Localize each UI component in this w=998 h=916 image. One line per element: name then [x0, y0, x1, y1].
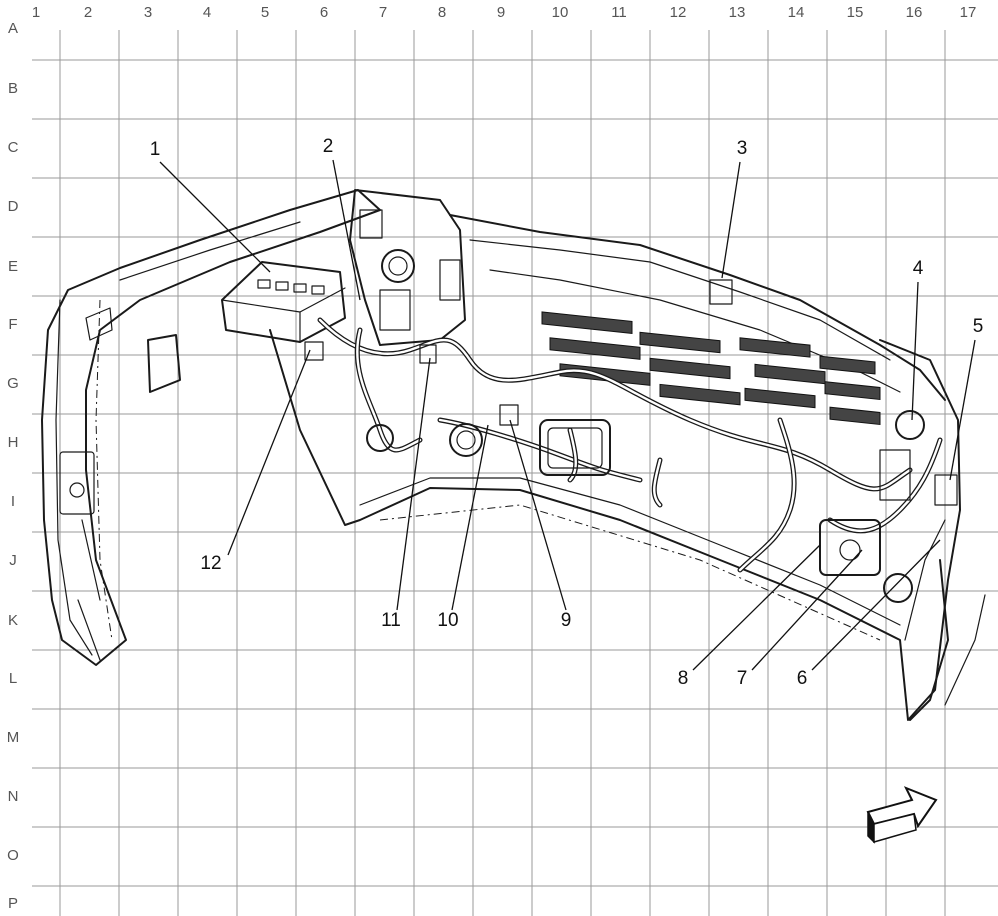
- grid-row-label: P: [8, 895, 18, 912]
- grid-row-label: K: [8, 612, 18, 629]
- front-bumper-illustration: [41, 189, 986, 721]
- grid-column-label: 10: [552, 4, 569, 21]
- grid-row-label: A: [8, 20, 18, 37]
- grid-row-label: E: [8, 258, 18, 275]
- grid-column-label: 1: [32, 4, 40, 21]
- grid-column-label: 8: [438, 4, 446, 21]
- callout-2-label: 2: [323, 136, 334, 157]
- callout-12-label: 12: [200, 553, 221, 574]
- callout-7-leader: [751, 549, 863, 671]
- callout-8-label: 8: [678, 668, 689, 689]
- grid-column-label: 3: [144, 4, 152, 21]
- callout-10-label: 10: [437, 610, 458, 631]
- grid-column-label: 12: [670, 4, 687, 21]
- grid-column-label: 17: [960, 4, 977, 21]
- callout-11-leader: [396, 357, 431, 611]
- grille-slots: [541, 311, 881, 426]
- grid-row-label: J: [9, 552, 17, 569]
- grid-row-label: I: [11, 493, 15, 510]
- callout-7-label: 7: [737, 668, 748, 689]
- callout-8-leader: [692, 544, 821, 671]
- grid-row-label: O: [7, 847, 19, 864]
- grid-column-label: 2: [84, 4, 92, 21]
- grid-column-label: 7: [379, 4, 387, 21]
- grid-column-label: 9: [497, 4, 505, 21]
- grid-row-label: H: [8, 434, 19, 451]
- grid-column-label: 13: [729, 4, 746, 21]
- callout-9-leader: [509, 419, 567, 611]
- grid-column-label: 14: [788, 4, 805, 21]
- front-direction-arrow-icon: [866, 786, 938, 844]
- callout-4-leader: [911, 281, 919, 421]
- grid-column-label: 15: [847, 4, 864, 21]
- grid-row-label: D: [8, 198, 19, 215]
- callout-5-leader: [949, 339, 976, 481]
- grid-row-label: L: [9, 670, 17, 687]
- grid-column-label: 5: [261, 4, 269, 21]
- grid-row-label: F: [8, 316, 17, 333]
- callout-6-label: 6: [797, 668, 808, 689]
- callout-leader-lines: [159, 159, 976, 671]
- grid-column-label: 6: [320, 4, 328, 21]
- callout-9-label: 9: [561, 610, 572, 631]
- grid-column-label: 11: [611, 4, 627, 21]
- callout-1-label: 1: [150, 139, 161, 160]
- callout-12-leader: [227, 349, 311, 556]
- callout-3-label: 3: [737, 138, 748, 159]
- grid-column-label: 4: [203, 4, 211, 21]
- callout-11-label: 11: [381, 610, 401, 631]
- grid-lines: [32, 30, 998, 916]
- callout-6-leader: [811, 539, 941, 671]
- callout-10-leader: [451, 424, 489, 611]
- callout-3-leader: [721, 161, 741, 279]
- callout-5-label: 5: [973, 316, 984, 337]
- grid-column-label: 16: [906, 4, 923, 21]
- row-labels: A B C D E F G H I J K L M N O P: [7, 20, 20, 912]
- callout-1-leader: [159, 161, 271, 273]
- grid-row-label: M: [7, 729, 20, 746]
- grid-row-label: N: [8, 788, 19, 805]
- grid-row-label: B: [8, 80, 18, 97]
- callout-4-label: 4: [913, 258, 924, 279]
- callout-2-leader: [332, 159, 361, 301]
- grid-row-label: C: [8, 139, 19, 156]
- grid-row-label: G: [7, 375, 19, 392]
